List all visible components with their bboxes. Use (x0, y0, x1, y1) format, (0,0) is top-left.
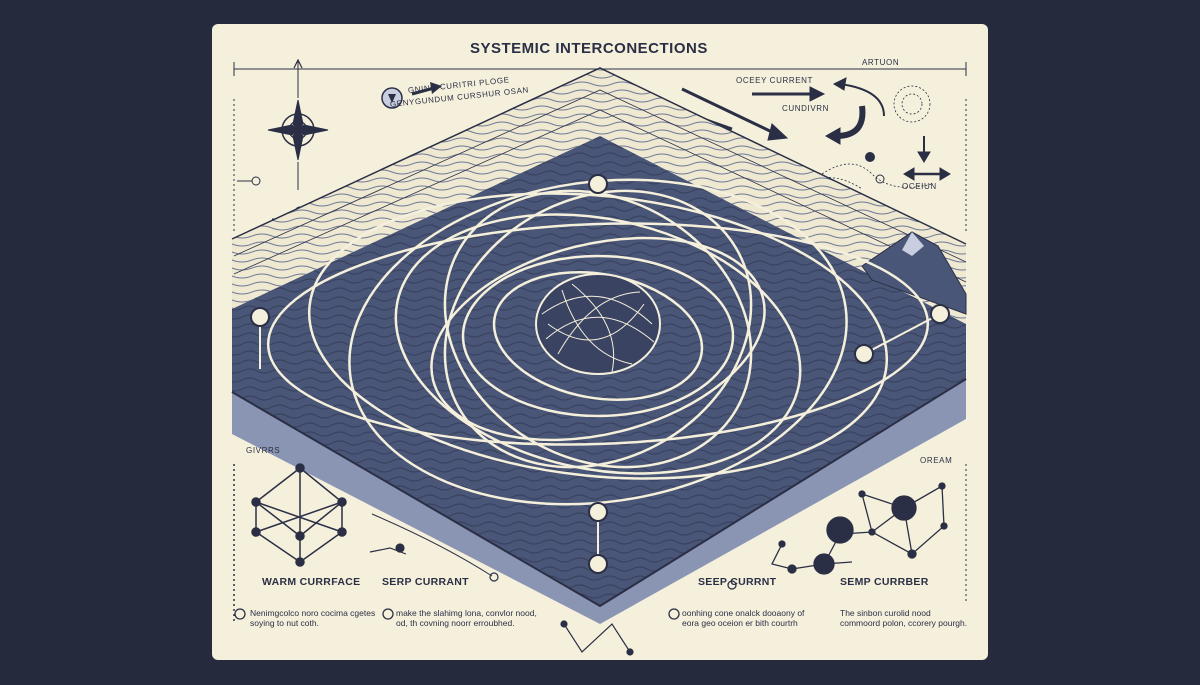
current-loops (266, 178, 930, 506)
compass-icon (267, 58, 329, 190)
right-side-label: OREAM (920, 456, 953, 465)
node-chain-left (369, 513, 499, 582)
top-right-label: ARTUON (862, 58, 900, 67)
note-3: oonhing cone onalck dooaony of eora geo … (682, 608, 805, 628)
ocean-label: OCEIUN (902, 182, 937, 191)
bottom-label-semp-current: SEMP CURRBER (840, 576, 929, 588)
network-lattice-left (233, 463, 347, 624)
note-4: The sinbon curolid nood commoord polon, … (840, 608, 968, 628)
note-2: make the slahimg lona, convlor nood, od,… (396, 608, 537, 628)
bottom-center-glyph (560, 620, 634, 656)
diagram-artwork (231, 58, 967, 656)
left-side-label: GIVRRS (246, 446, 281, 455)
ocean-current-label: OCEEY CURRENT (736, 76, 813, 85)
bottom-label-seep-current: SEEP CURRNT (698, 576, 777, 588)
mountain-icon (861, 231, 967, 315)
note-1: Nenimgcolco noro cocima cgetes soying to… (250, 608, 376, 628)
swirl-decoration (801, 85, 933, 190)
infographic-poster: SYSTEMIC INTERCONECTIONS ARTUON GNING CU… (212, 24, 988, 660)
upper-layers (231, 67, 967, 324)
connector-nodes (250, 174, 950, 574)
info-icon (381, 87, 403, 109)
note-bullets (234, 580, 737, 620)
current-label: CUNDIVRN (782, 104, 830, 113)
core-sphere (535, 273, 661, 375)
network-graph-right (771, 482, 948, 575)
bottom-label-serp-current: SERP CURRANT (382, 576, 469, 588)
bottom-label-warm-surface: WARM CURRFACE (262, 576, 361, 588)
page-title: SYSTEMIC INTERCONECTIONS (470, 40, 708, 57)
arrow-right-icon (411, 82, 442, 96)
